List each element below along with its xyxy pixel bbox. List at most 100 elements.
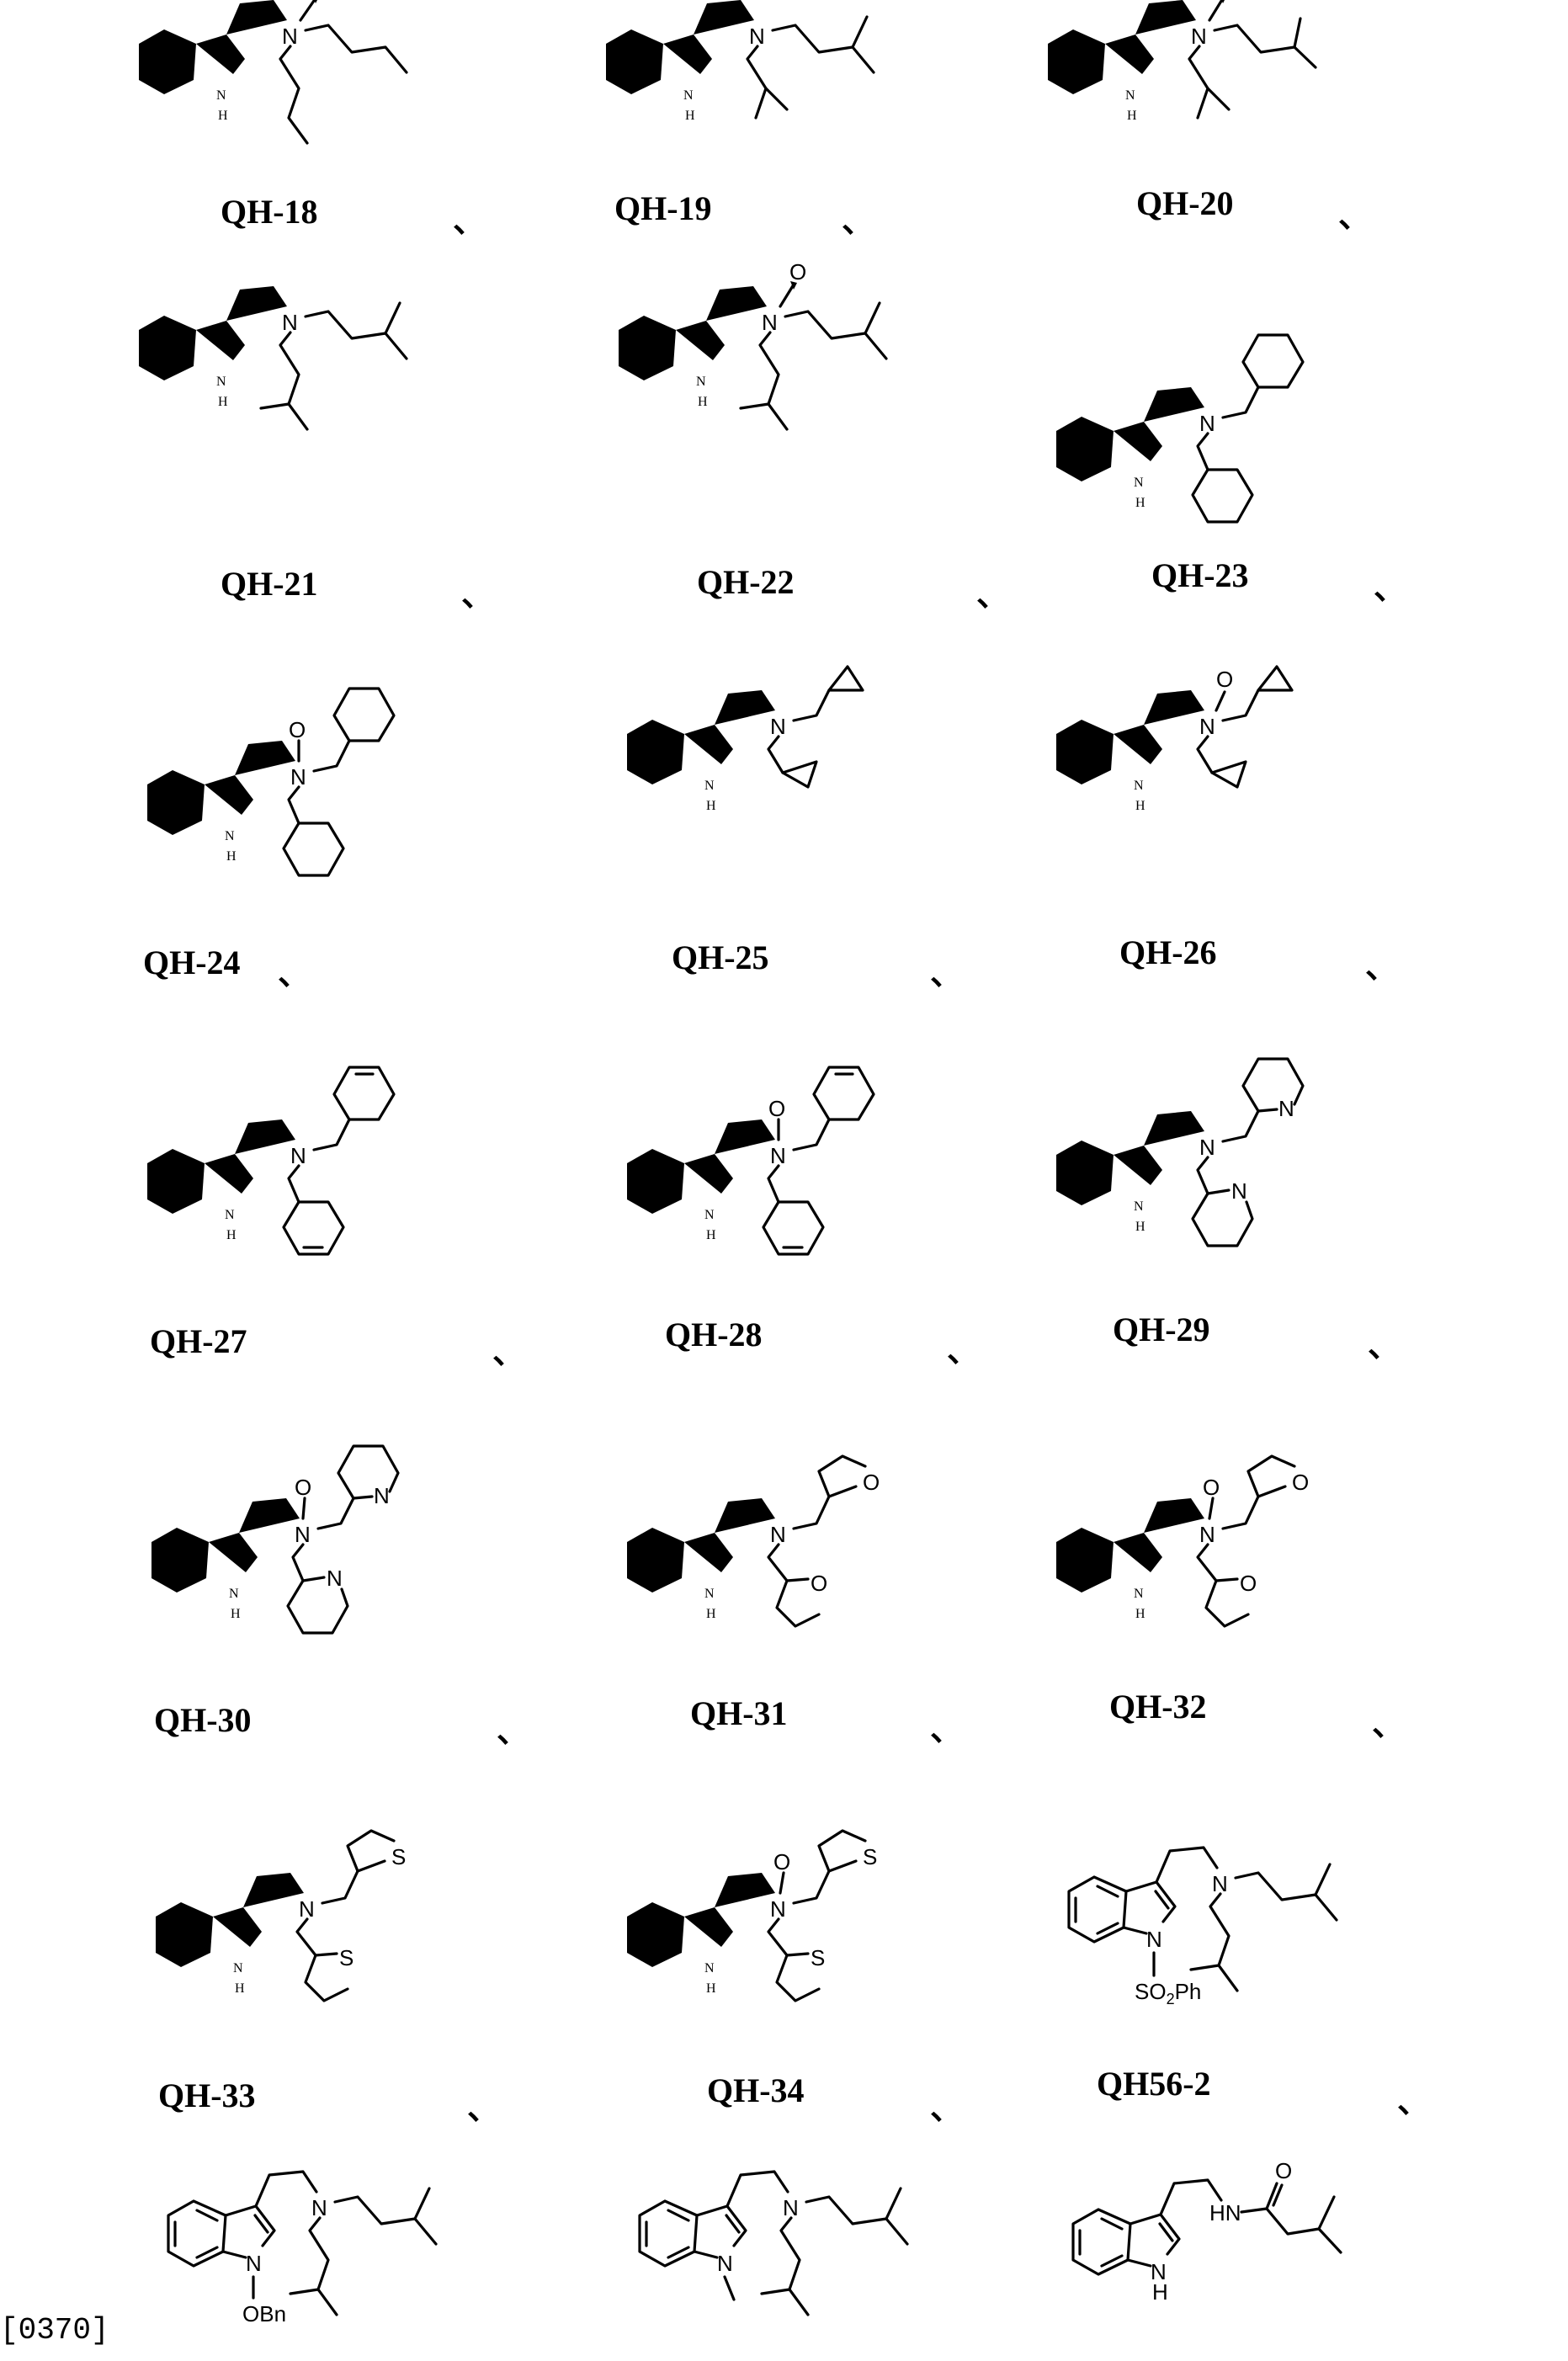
compound-label: QH-34: [707, 2071, 805, 2109]
compound-label: QH-19: [614, 189, 712, 227]
structure-qh-34: N O S S: [627, 1780, 947, 2037]
enumeration-separator: 、: [461, 578, 494, 614]
svg-text:S: S: [391, 1844, 406, 1869]
enumeration-separator: 、: [453, 205, 486, 240]
compound-label: QH-27: [150, 1322, 247, 1360]
compound-label: QH-33: [158, 2077, 256, 2114]
structure-qh-23: N: [1056, 278, 1376, 534]
svg-text:N: N: [1199, 1522, 1215, 1547]
compound-label: QH-32: [1109, 1688, 1207, 1726]
compound-label: QH-28: [665, 1316, 763, 1353]
svg-text:N: N: [770, 1522, 786, 1547]
svg-text:O: O: [789, 259, 806, 284]
structure-qh-27: N: [147, 1027, 467, 1284]
svg-text:O: O: [768, 1096, 785, 1121]
compound-label: QH-21: [221, 565, 318, 603]
enumeration-separator: 、: [467, 2092, 500, 2127]
svg-text:N: N: [1199, 1135, 1215, 1160]
structure-qh-31: N O O: [627, 1406, 947, 1662]
compound-label: QH-23: [1151, 556, 1249, 594]
enumeration-separator: 、: [930, 1713, 963, 1748]
structure-amide-analog: N H HN O: [1071, 2158, 1410, 2353]
structure-qh-30: N O N N: [151, 1406, 471, 1662]
enumeration-separator: 、: [976, 578, 1009, 614]
svg-text:N: N: [282, 310, 298, 335]
svg-text:N: N: [290, 764, 306, 790]
svg-text:N: N: [762, 310, 778, 335]
enumeration-separator: 、: [1368, 1329, 1401, 1364]
svg-text:O: O: [1275, 2158, 1292, 2183]
svg-text:N: N: [717, 2251, 733, 2276]
svg-text:O: O: [289, 717, 306, 742]
svg-text:N: N: [374, 1483, 390, 1508]
svg-text:N: N: [770, 714, 786, 739]
structure-qh-29: N N N: [1056, 1018, 1376, 1275]
svg-text:O: O: [1292, 1470, 1309, 1495]
svg-text:O: O: [295, 1475, 311, 1500]
svg-text:N: N: [783, 2195, 799, 2220]
svg-text:S: S: [811, 1945, 825, 1970]
svg-text:S: S: [339, 1945, 353, 1970]
svg-text:N: N: [1151, 2259, 1167, 2284]
compound-label: QH-31: [690, 1694, 788, 1732]
svg-text:O: O: [1203, 1475, 1220, 1500]
indole-n-label: N: [1146, 1927, 1162, 1952]
svg-text:O: O: [773, 1849, 790, 1874]
enumeration-separator: 、: [1372, 1708, 1405, 1743]
svg-text:O: O: [1240, 1571, 1257, 1596]
enumeration-separator: 、: [947, 1334, 980, 1369]
structure-qh-25: N: [627, 648, 947, 846]
compound-label: QH-24: [143, 944, 241, 981]
structure-qh-18: N O: [139, 0, 459, 164]
enumeration-separator: 、: [930, 957, 963, 992]
structure-qh-21: N: [139, 269, 459, 467]
enumeration-separator: 、: [492, 1336, 525, 1371]
svg-text:N: N: [246, 2251, 262, 2276]
svg-text:HN: HN: [1209, 2200, 1241, 2225]
svg-text:H: H: [1152, 2279, 1168, 2305]
structure-qh-26: N O: [1056, 648, 1376, 846]
svg-text:N: N: [1212, 1871, 1228, 1896]
enumeration-separator: 、: [930, 2092, 963, 2127]
svg-text:N: N: [311, 2195, 327, 2220]
svg-text:N: N: [295, 1522, 311, 1547]
compound-label: QH-25: [672, 939, 769, 976]
structure-qh-20: N O: [1048, 0, 1368, 164]
structure-qh-24: N O: [147, 648, 467, 905]
compound-label: QH-20: [1136, 184, 1234, 222]
svg-text:S: S: [863, 1844, 877, 1869]
enumeration-separator: 、: [1374, 572, 1406, 607]
enumeration-separator: 、: [1397, 2085, 1430, 2120]
svg-text:O: O: [1216, 667, 1233, 692]
svg-text:N: N: [770, 1896, 786, 1922]
svg-text:N: N: [1199, 714, 1215, 739]
compound-label: QH-30: [154, 1701, 252, 1739]
svg-text:N: N: [1199, 411, 1215, 436]
structure-qh-19: N: [606, 0, 926, 164]
svg-text:N: N: [290, 1143, 306, 1168]
svg-text:N: N: [1278, 1096, 1294, 1121]
structure-qh-33: N S S: [156, 1780, 476, 2037]
structure-qh-32: N O O O: [1056, 1406, 1376, 1662]
enumeration-separator: 、: [278, 957, 311, 992]
svg-text:O: O: [811, 1571, 827, 1596]
compound-label: QH-29: [1113, 1311, 1210, 1348]
svg-text:N: N: [1231, 1178, 1247, 1204]
svg-text:O: O: [863, 1470, 880, 1495]
compound-label: QH56-2: [1097, 2065, 1211, 2103]
enumeration-separator: 、: [842, 205, 874, 240]
structure-qh56-2: N SO2Ph N: [1067, 1831, 1406, 2037]
compound-label: QH-22: [697, 563, 795, 601]
svg-text:N: N: [1191, 24, 1207, 49]
svg-text:N: N: [749, 24, 765, 49]
compound-label: QH-18: [221, 193, 318, 231]
enumeration-separator: 、: [497, 1715, 529, 1750]
compound-label: QH-26: [1119, 933, 1217, 971]
svg-text:OBn: OBn: [242, 2301, 286, 2326]
svg-text:N: N: [327, 1566, 343, 1591]
enumeration-separator: 、: [1365, 950, 1398, 986]
structure-n-methyl-analog: N N: [638, 2155, 976, 2361]
svg-text:N: N: [299, 1896, 315, 1922]
so2ph-label: SO2Ph: [1135, 1979, 1201, 2007]
